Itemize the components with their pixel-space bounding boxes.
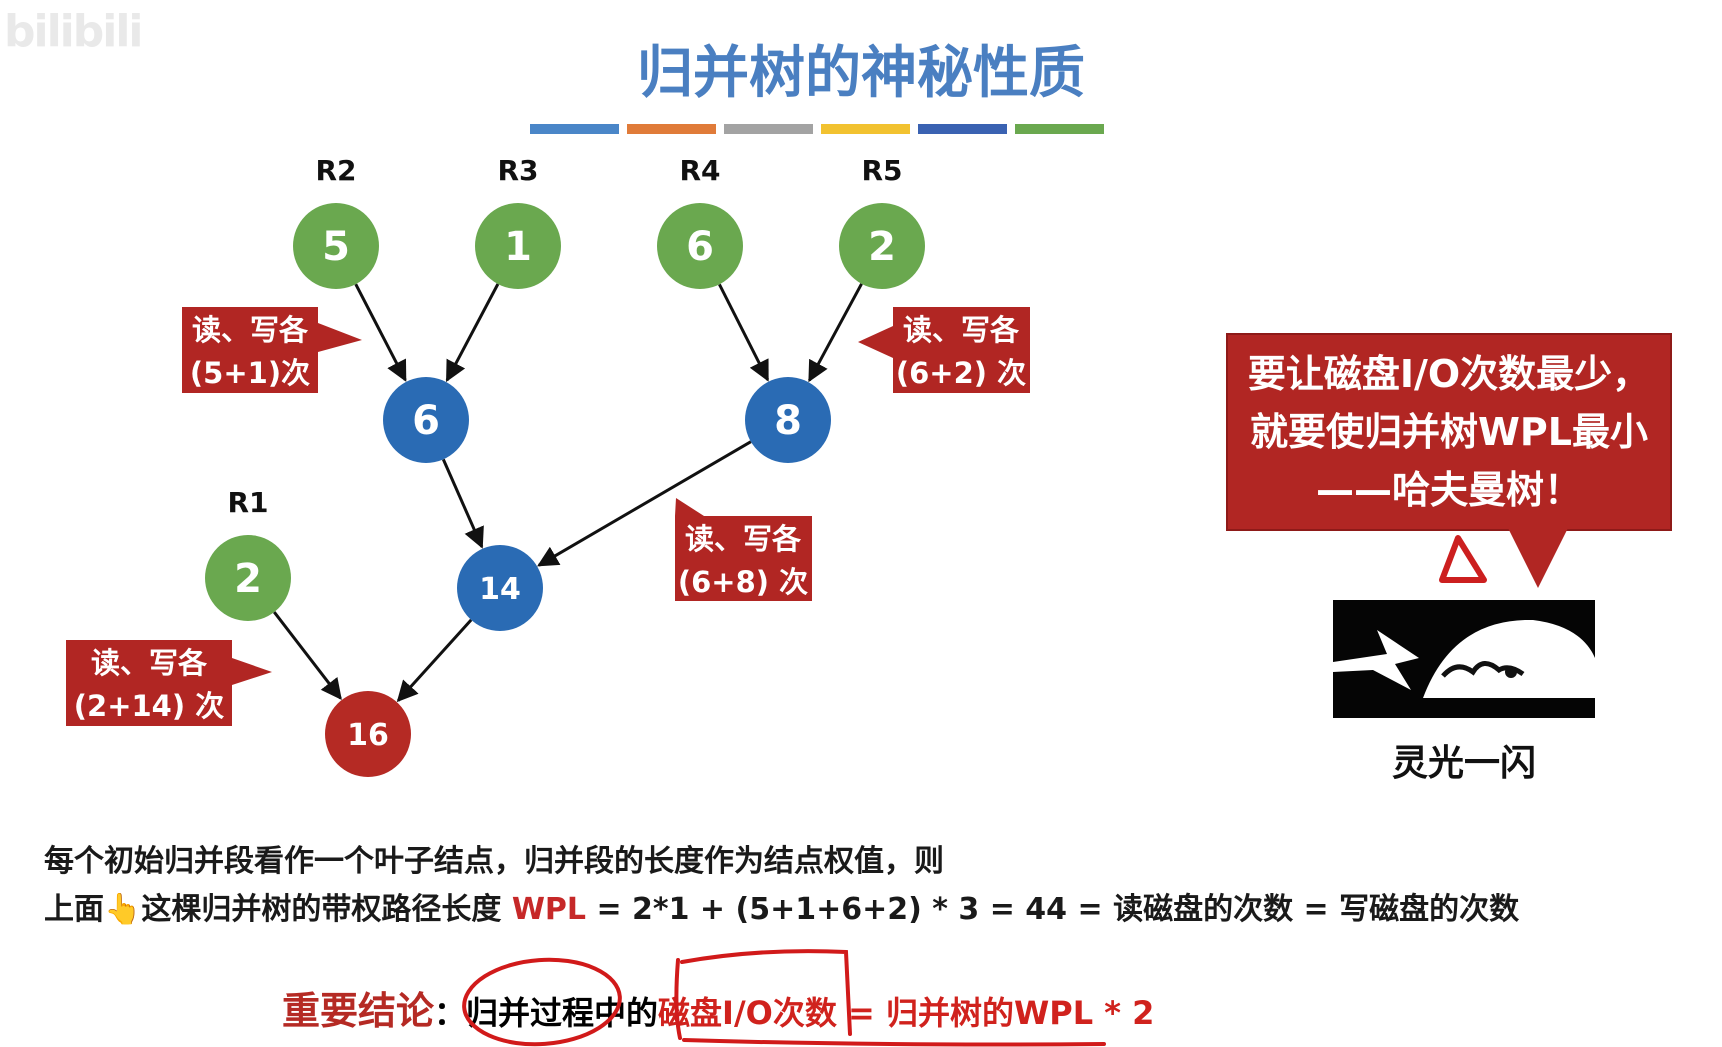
tree-edge-r4-n8 [718, 283, 770, 382]
tree-node-r1: 2 R1 [205, 486, 291, 621]
callout-tail [1508, 528, 1568, 588]
callout-line2: (6+8) 次 [678, 565, 808, 599]
callout-line2: (2+14) 次 [74, 689, 224, 723]
tree-node-circle [839, 203, 925, 289]
conclusion-part1: 归并过程中的 [466, 994, 659, 1032]
watermark: bilibili [4, 6, 143, 57]
hint-line3: ——哈夫曼树！ [1315, 468, 1582, 512]
callout-line1: 读、写各 [903, 313, 1020, 347]
tree-edge-n8-n14 [537, 440, 752, 567]
triangle-doodle-icon [1439, 535, 1487, 583]
line2-mid: 这棵归并树的带权路径长度 [141, 892, 502, 927]
tree-node-n16: 16 [325, 691, 411, 777]
conclusion-colon: ： [434, 994, 467, 1032]
tree-node-label: R3 [497, 154, 538, 187]
tree-node-label: R5 [861, 154, 902, 187]
flash-caption: 灵光一闪 [1391, 743, 1536, 784]
wpl-label: WPL [511, 892, 587, 927]
hint-line1: 要让磁盘I/O次数最少， [1247, 352, 1651, 396]
tree-node-r3: 1 R3 [475, 154, 561, 289]
tree-node-r2: 5 R2 [293, 154, 379, 289]
callout-line2: (5+1)次 [190, 356, 310, 390]
tree-node-r4: 6 R4 [657, 154, 743, 289]
tree-node-n8: 8 [745, 377, 831, 463]
tree-node-n14: 14 [457, 545, 543, 631]
tree-node-circle [475, 203, 561, 289]
tree-edge-r2-n6 [354, 283, 407, 382]
tree-node-value: 2 [868, 224, 896, 270]
tree-edge-r5-n8 [808, 283, 863, 383]
wpl-formula: = 2*1 + (5+1+6+2) * 3 = 44 [586, 892, 1078, 927]
color-bar [530, 124, 1104, 134]
callout-read-write-6-8: 读、写各 (6+8) 次 [675, 498, 812, 601]
color-bar-segment [530, 124, 619, 134]
callout-read-write-6-2: 读、写各 (6+2) 次 [858, 307, 1030, 393]
conclusion-part2: 磁盘I/O次数 [658, 994, 837, 1032]
tree-node-r5: 2 R5 [839, 154, 925, 289]
callout-line2: (6+2) 次 [896, 356, 1026, 390]
tree-node-value: 6 [686, 224, 714, 270]
tree-node-value: 5 [322, 224, 350, 270]
tree-node-circle [383, 377, 469, 463]
pointing-hand-icon: 👆 [104, 892, 142, 927]
tree-node-value: 8 [774, 398, 802, 444]
conclusion-part3: = 归并树的WPL * 2 [836, 994, 1155, 1032]
tree-node-circle [745, 377, 831, 463]
line2-prefix: 上面 [44, 892, 104, 927]
line2-suffix: = 读磁盘的次数 = 写磁盘的次数 [1077, 892, 1520, 927]
callout-line1: 读、写各 [685, 522, 802, 556]
callout-line1: 读、写各 [192, 313, 309, 347]
callout-line1: 读、写各 [91, 646, 208, 680]
color-bar-segment [724, 124, 813, 134]
conclusion-label: 重要结论 [282, 989, 435, 1033]
huffman-hint-callout: 要让磁盘I/O次数最少， 就要使归并树WPL最小 ——哈夫曼树！ [1226, 333, 1672, 531]
tree-edge-r3-n6 [445, 283, 500, 383]
tree-node-value: 1 [504, 224, 532, 270]
tree-node-n6: 6 [383, 377, 469, 463]
explanation-line1: 每个初始归并段看作一个叶子结点，归并段的长度作为结点权值，则 [44, 844, 944, 879]
tree-node-value: 14 [479, 572, 521, 607]
tree-node-value: 6 [412, 398, 440, 444]
color-bar-segment [1015, 124, 1104, 134]
tree-node-value: 2 [234, 556, 262, 602]
tree-node-circle [457, 545, 543, 631]
tree-node-circle [205, 535, 291, 621]
color-bar-segment [821, 124, 910, 134]
tree-node-value: 16 [347, 718, 389, 753]
flash-of-inspiration-image [1333, 600, 1595, 718]
explanation-line2: 上面👆这棵归并树的带权路径长度 WPL = 2*1 + (5+1+6+2) * … [44, 884, 1519, 928]
tree-node-label: R4 [679, 154, 720, 187]
tree-node-circle [293, 203, 379, 289]
callout-read-write-5-1: 读、写各 (5+1)次 [182, 307, 362, 393]
tree-edge-n14-n16 [396, 618, 473, 703]
tree-edge-n6-n14 [441, 458, 484, 549]
callout-read-write-2-14: 读、写各 (2+14) 次 [66, 640, 272, 726]
page-title: 归并树的神秘性质 [637, 41, 1085, 106]
tree-node-circle [325, 691, 411, 777]
tree-node-circle [657, 203, 743, 289]
color-bar-segment [627, 124, 716, 134]
tree-node-label: R2 [315, 154, 356, 187]
conclusion: 重要结论：归并过程中的磁盘I/O次数 = 归并树的WPL * 2 [282, 980, 1154, 1035]
color-bar-segment [918, 124, 1007, 134]
tree-node-label: R1 [227, 486, 268, 519]
tree-edge-r1-n16 [273, 611, 342, 700]
hint-line2: 就要使归并树WPL最小 [1250, 410, 1648, 454]
